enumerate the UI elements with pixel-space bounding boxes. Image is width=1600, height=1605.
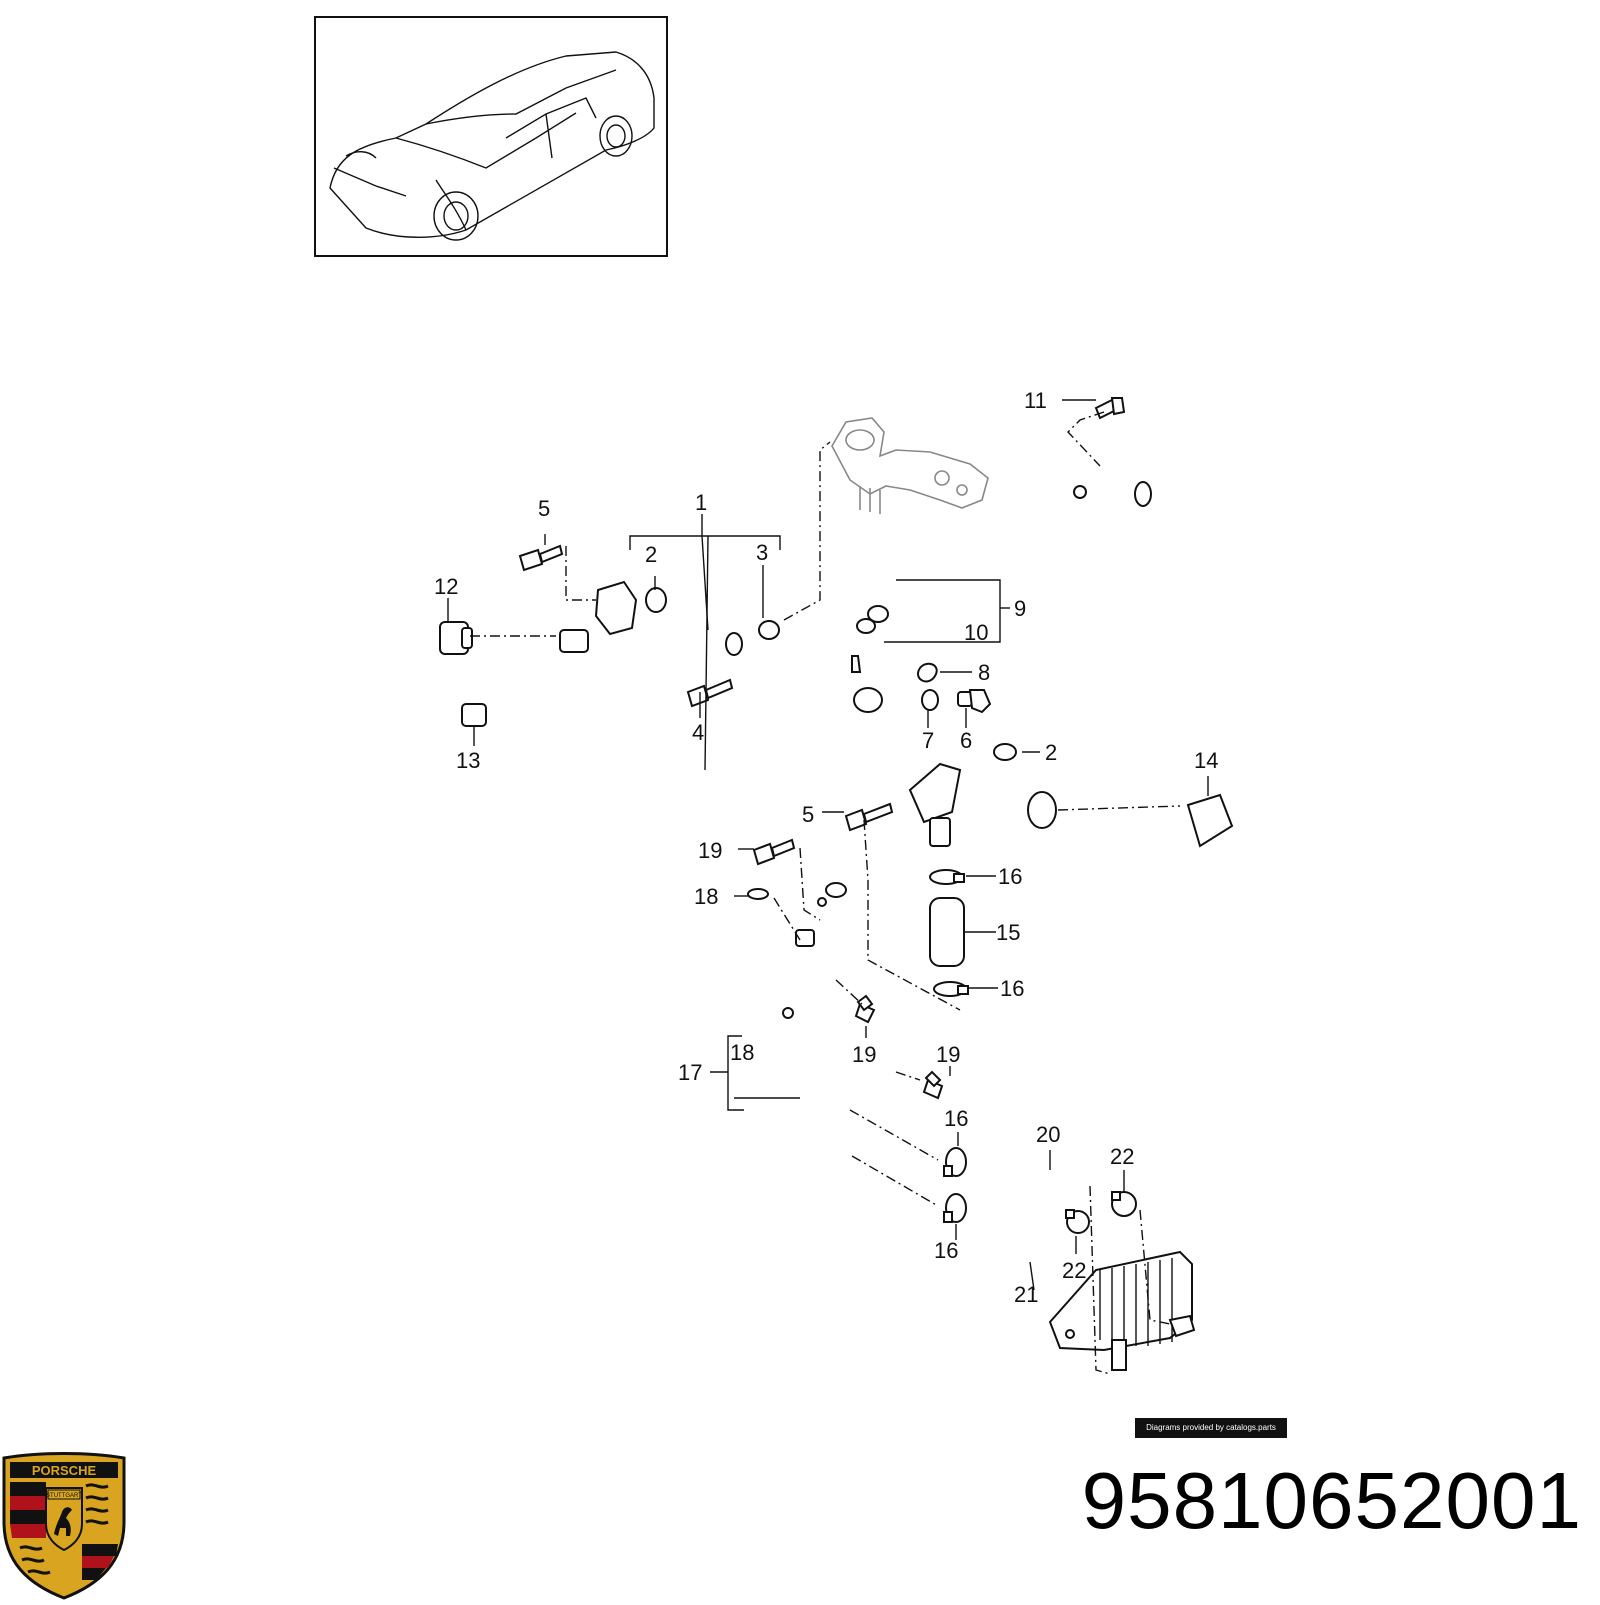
- o-ring-2b: [993, 743, 1017, 761]
- leader-lines: [447, 399, 1209, 1291]
- vehicle-thumbnail: [314, 16, 668, 257]
- hose-15: [929, 897, 965, 967]
- callout-21: 21: [1014, 1282, 1038, 1307]
- dashed-lines: [470, 411, 1181, 1375]
- bolt-4: [686, 678, 734, 708]
- hose-21: [976, 1217, 1086, 1260]
- callout-14: 14: [1194, 748, 1218, 773]
- logo-city-text: STUTTGART: [46, 1493, 82, 1499]
- coolant-pipe-1: [559, 580, 1057, 847]
- clamp-22b: [1065, 1209, 1090, 1234]
- callout-22a: 22: [1110, 1144, 1134, 1169]
- diagram-credit: Diagrams provided by catalogs.parts: [1135, 1418, 1287, 1438]
- hose-12: [381, 621, 473, 740]
- thermostat-housing: [831, 417, 989, 514]
- o-ring-7: [921, 689, 939, 711]
- clip-8: [917, 662, 938, 683]
- callout-labels: 1 2 2 3 4 5 5 6 7 8 9 10 11 12 13 14 15 …: [434, 388, 1218, 1307]
- hose-9: [867, 452, 1152, 623]
- o-ring-3: [758, 620, 780, 640]
- hose-20: [976, 1159, 1090, 1196]
- callout-4: 4: [692, 720, 704, 745]
- porsche-crest-logo: PORSCHE STUTTGART: [0, 1452, 128, 1600]
- plug-6: [957, 689, 992, 714]
- callout-6: 6: [960, 728, 972, 753]
- callout-5b: 5: [802, 802, 814, 827]
- callout-11: 11: [1024, 388, 1047, 413]
- hose-14: [1121, 786, 1234, 959]
- callout-7: 7: [922, 728, 934, 753]
- callout-8: 8: [978, 660, 990, 685]
- clamp-22a: [1111, 1191, 1137, 1217]
- bolt-19c: [922, 1070, 944, 1100]
- logo-brand-text: PORSCHE: [32, 1463, 97, 1478]
- callout-19b: 19: [852, 1042, 876, 1067]
- callout-1: 1: [695, 490, 707, 515]
- callout-3: 3: [756, 540, 768, 565]
- callout-16a: 16: [998, 864, 1022, 889]
- bolt-19a: [752, 838, 796, 866]
- callout-16c: 16: [944, 1106, 968, 1131]
- callout-20: 20: [1036, 1122, 1060, 1147]
- clamp-16b: [933, 981, 969, 997]
- bolt-5a: [518, 544, 564, 572]
- callout-2b: 2: [1045, 740, 1057, 765]
- callout-18b: 18: [694, 884, 718, 909]
- callout-16b: 16: [1000, 976, 1024, 1001]
- o-ring-18: [747, 888, 769, 900]
- clamp-16c: [943, 1147, 967, 1177]
- clamp-16d: [943, 1193, 967, 1223]
- callout-15: 15: [996, 920, 1020, 945]
- o-ring-2a: [645, 587, 667, 613]
- callout-18a: 18: [730, 1040, 754, 1065]
- clamp-16a: [929, 869, 965, 885]
- callout-12: 12: [434, 574, 458, 599]
- callout-16d: 16: [934, 1238, 958, 1263]
- oil-cooler: [1048, 1250, 1196, 1371]
- o-ring-10: [856, 618, 876, 634]
- callout-13: 13: [456, 748, 480, 773]
- callout-22b: 22: [1062, 1258, 1086, 1283]
- bolt-11: [1094, 397, 1126, 420]
- callout-10: 10: [964, 620, 988, 645]
- callout-2a: 2: [645, 542, 657, 567]
- callout-9: 9: [1014, 596, 1026, 621]
- pipe-assembly-17: [774, 882, 856, 1158]
- callout-5a: 5: [538, 496, 550, 521]
- callout-17: 17: [678, 1060, 702, 1085]
- clamp-13: [461, 703, 487, 727]
- callout-19c: 19: [936, 1042, 960, 1067]
- part-number: 95810652001: [1081, 1456, 1582, 1545]
- car-outline-icon: [329, 51, 655, 241]
- bolt-19b: [854, 994, 876, 1024]
- bolt-5b: [844, 802, 894, 832]
- callout-19a: 19: [698, 838, 722, 863]
